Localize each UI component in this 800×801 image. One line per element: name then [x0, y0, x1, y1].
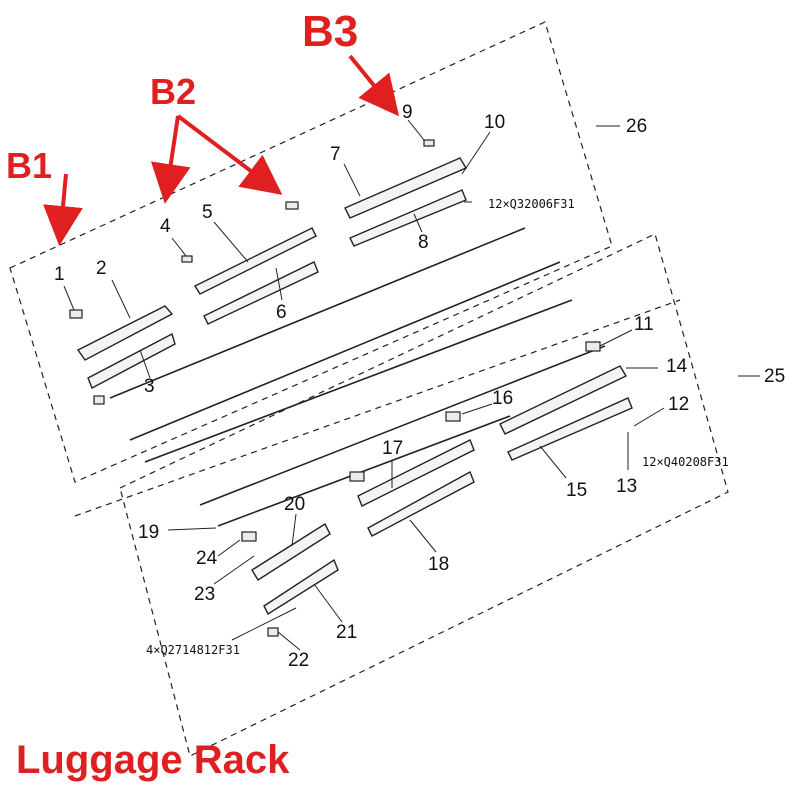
part-label-5: 5 — [202, 202, 213, 223]
part-label-3: 3 — [144, 376, 155, 397]
part-label-26: 26 — [626, 116, 647, 137]
annotation-arrows — [43, 54, 400, 246]
b3-arrow — [348, 54, 400, 117]
part-label-9: 9 — [402, 102, 413, 123]
part-label-25: 25 — [764, 366, 785, 387]
part-label-4: 4 — [160, 216, 171, 237]
section-tag-b2: B2 — [150, 71, 196, 112]
part-label-1: 1 — [54, 264, 65, 285]
b2-arrow-right — [176, 114, 283, 195]
part-label-14: 14 — [666, 356, 688, 377]
fastener-code-b3: 12×Q32006F31 — [488, 197, 575, 211]
part-label-7: 7 — [330, 144, 341, 165]
b1-arrow — [43, 173, 83, 246]
leader-lines — [63, 119, 760, 651]
part-label-11: 11 — [634, 314, 654, 335]
part-label-22: 22 — [288, 650, 309, 671]
small-parts — [69, 139, 601, 637]
rail-parts — [76, 157, 633, 616]
part-label-17: 17 — [382, 438, 403, 459]
part-label-23: 23 — [194, 584, 215, 605]
part-label-21: 21 — [336, 622, 357, 643]
part-label-15: 15 — [566, 480, 587, 501]
section-tag-b3: B3 — [302, 7, 358, 56]
part-label-10: 10 — [484, 112, 505, 133]
part-label-20: 20 — [284, 494, 305, 515]
fastener-code-front: 4×Q2714812F31 — [146, 643, 240, 657]
group-25-outline — [119, 233, 729, 757]
part-label-12: 12 — [668, 394, 689, 415]
diagram-title: Luggage Rack — [16, 738, 290, 782]
part-label-16: 16 — [492, 388, 513, 409]
divider-dashed — [74, 299, 681, 517]
section-tag-b1: B1 — [6, 145, 52, 186]
part-label-13: 13 — [616, 476, 637, 497]
part-label-6: 6 — [276, 302, 287, 323]
part-label-18: 18 — [428, 554, 449, 575]
part-label-19: 19 — [138, 522, 159, 543]
part-label-24: 24 — [196, 548, 218, 569]
part-label-8: 8 — [418, 232, 429, 253]
b2-arrow-left — [150, 115, 191, 204]
fastener-code-rear: 12×Q40208F31 — [642, 455, 729, 469]
part-label-2: 2 — [96, 258, 107, 279]
trim-strips — [109, 227, 606, 527]
